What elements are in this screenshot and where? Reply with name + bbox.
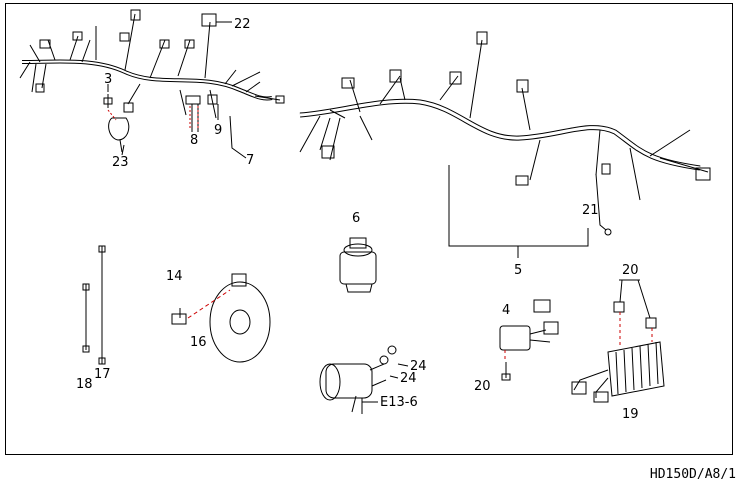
callout-24-upper: 24 xyxy=(410,359,427,374)
callout-9: 9 xyxy=(214,123,222,138)
callout-21: 21 xyxy=(582,203,599,218)
regulator-rectifier xyxy=(571,301,665,403)
small-wiring-harness xyxy=(19,9,285,119)
callout-18: 18 xyxy=(76,377,93,392)
callout-20-regulator: 20 xyxy=(622,263,639,278)
callout-14: 14 xyxy=(166,269,183,284)
callout-4: 4 xyxy=(502,303,510,318)
harness-bracket-line xyxy=(448,165,589,247)
callout-5: 5 xyxy=(514,263,522,278)
starter-relay-assembly xyxy=(103,94,130,153)
callout-labels: 22 3 8 9 23 7 6 21 5 14 16 4 20 20 19 18… xyxy=(76,17,639,422)
callout-20-leaders xyxy=(619,279,651,319)
regulator-bolt-dash xyxy=(619,312,653,348)
cable-ties-17-18 xyxy=(82,245,106,365)
diagram-frame xyxy=(5,3,733,455)
relay-4 xyxy=(499,299,559,381)
callout-23: 23 xyxy=(112,155,129,170)
callout-17: 17 xyxy=(94,367,111,382)
callout-22: 22 xyxy=(234,17,251,32)
callout-20-relay: 20 xyxy=(474,379,491,394)
callout-7-9-leaders xyxy=(217,104,247,159)
label-leader-lines xyxy=(216,21,409,403)
callout-19: 19 xyxy=(622,407,639,422)
callout-7: 7 xyxy=(246,153,254,168)
callout-e13-6: E13-6 xyxy=(380,395,418,410)
callout-6: 6 xyxy=(352,211,360,226)
callout-3-23-leaders xyxy=(107,84,125,156)
flasher-unit xyxy=(339,237,377,293)
callout-24-lower: 24 xyxy=(400,371,417,386)
misc-dashes xyxy=(107,106,199,130)
main-wiring-harness xyxy=(299,31,711,236)
horn-assembly xyxy=(171,273,271,363)
starter-solenoid-assembly xyxy=(319,345,397,414)
horn-bolt-dash xyxy=(187,289,231,319)
callout-8: 8 xyxy=(190,133,198,148)
callout-3: 3 xyxy=(104,72,112,87)
callout-16: 16 xyxy=(190,335,207,350)
diagram-code: HD150D/A8/1 xyxy=(649,467,736,482)
